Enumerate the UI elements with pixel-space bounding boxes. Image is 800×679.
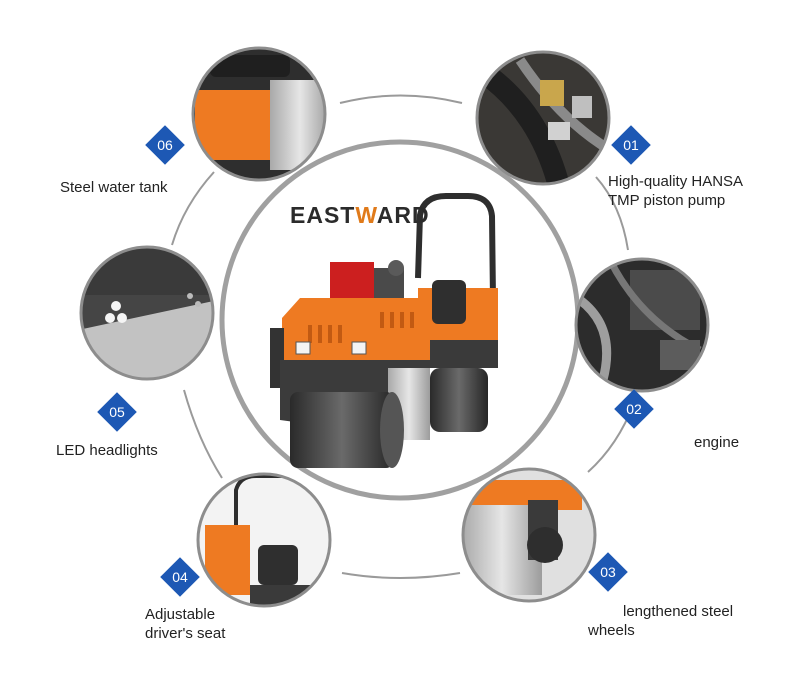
feature-label-05: LED headlights	[56, 442, 158, 459]
arc-bottom	[341, 572, 461, 579]
front-drum	[290, 392, 394, 468]
seat	[432, 280, 466, 324]
svg-text:04: 04	[172, 569, 188, 585]
brand-text-accent: W	[355, 202, 377, 228]
svg-text:02: 02	[626, 401, 642, 417]
feature-label-01: High-quality HANSA TMP piston pump	[608, 173, 744, 209]
arc-left-upper	[171, 171, 215, 246]
feature-photo-04	[196, 472, 332, 608]
feature-photo-02	[574, 257, 710, 393]
feature-photo-06	[191, 46, 327, 182]
feature-photo-05	[79, 245, 215, 381]
badge-04: 04	[160, 557, 200, 597]
arc-right-upper	[595, 176, 629, 251]
headlight-left	[295, 341, 311, 355]
arc-top	[339, 94, 463, 104]
badge-05: 05	[97, 392, 137, 432]
engine-block	[330, 262, 374, 302]
brand-text-after: ARD	[376, 202, 430, 228]
badge-01: 01	[611, 125, 651, 165]
feature-label-02: engine	[694, 434, 740, 451]
headlight-right	[351, 341, 367, 355]
svg-text:01: 01	[623, 137, 639, 153]
svg-text:05: 05	[109, 404, 125, 420]
arc-left-lower	[183, 389, 223, 479]
badge-06: 06	[145, 125, 185, 165]
brand-logo: EASTWARD	[290, 202, 430, 229]
svg-text:03: 03	[600, 564, 616, 580]
rear-drum	[430, 368, 488, 432]
badge-03: 03	[588, 552, 628, 592]
roll-bar	[415, 193, 496, 301]
feature-label-03: lengthened steel wheels	[588, 603, 734, 639]
feature-label-04: Adjustable driver's seat	[145, 606, 226, 642]
svg-text:06: 06	[157, 137, 173, 153]
feature-photo-01	[475, 50, 611, 186]
road-roller-image	[270, 193, 498, 468]
badge-02: 02	[614, 389, 654, 429]
feature-photo-03	[461, 467, 597, 603]
feature-label-06: Steel water tank	[60, 179, 168, 196]
brand-text-before: EAST	[290, 202, 356, 228]
